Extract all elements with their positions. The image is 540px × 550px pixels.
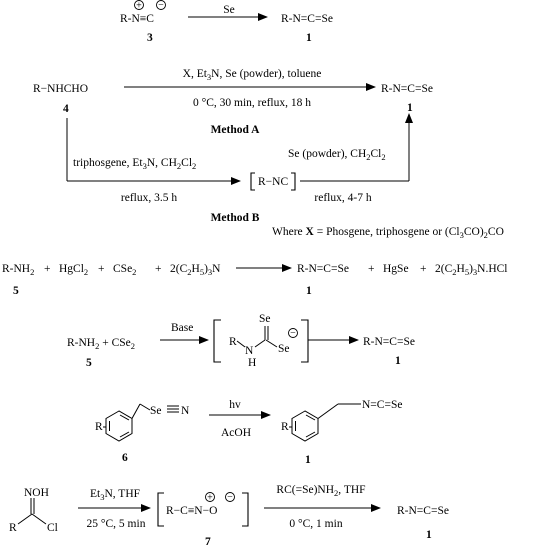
isocyanide-intermediate: R−NC xyxy=(258,176,288,188)
positive-charge-icon xyxy=(205,492,215,502)
left-bracket xyxy=(213,319,221,363)
compound-label-7: 7 xyxy=(205,536,211,548)
compound-label-1: 1 xyxy=(306,32,312,44)
reagent-se: Se xyxy=(223,4,235,16)
ring-double-bond xyxy=(305,414,316,421)
method-b-title: Method B xyxy=(211,212,260,224)
product-isoselenocyanate: R-N=C=Se xyxy=(281,13,333,25)
compound-label-4: 4 xyxy=(63,103,69,115)
nitrile-oxide-intermediate: R−C≡N−O xyxy=(166,505,217,517)
negative-charge-sign: − xyxy=(290,328,296,339)
oxime-cl: Cl xyxy=(47,522,58,534)
oxime-r: R xyxy=(9,522,17,534)
ring-double-bond xyxy=(119,414,130,421)
reagent-acoh: AcOH xyxy=(221,427,251,439)
positive-charge-icon xyxy=(134,0,144,10)
method-a-conditions-bottom: 0 °C, 30 min, reflux, 18 h xyxy=(193,97,311,109)
negative-charge-sign: − xyxy=(227,492,233,503)
right-bracket xyxy=(242,492,249,527)
left-bracket xyxy=(250,172,255,191)
triethylamine: 2(C2H5)3N xyxy=(170,263,221,277)
reaction-4: R-NH2 + CSe2 5 Base R N H Se Se − R-N=C=… xyxy=(67,313,415,369)
right-bracket xyxy=(301,319,309,363)
bond-line xyxy=(265,339,278,348)
negative-charge-sign: − xyxy=(158,0,164,11)
compound-label-1: 1 xyxy=(407,102,413,114)
product-isoselenocyanate: R-N=C=Se xyxy=(363,336,415,348)
ch2-bond xyxy=(317,403,339,419)
compound-label-5: 5 xyxy=(13,285,19,297)
compound-label-1: 1 xyxy=(306,285,312,297)
reaction-6: NOH R Cl Et3N, THF 25 °C, 5 min R−C≡N−O … xyxy=(9,484,449,548)
plus-sign: + xyxy=(98,263,105,275)
bond-line xyxy=(31,513,47,525)
plus-sign: + xyxy=(368,263,375,275)
right-bracket xyxy=(291,172,296,191)
reaction-3: R-NH2 + HgCl2 + CSe2 + 2(C2H5)3N R-N=C=S… xyxy=(2,263,508,297)
reaction-1: R-N≡C + − 3 Se R-N=C=Se 1 xyxy=(120,0,333,44)
product-isoselenocyanate: R-N=C=Se xyxy=(297,263,349,275)
ch2-bond xyxy=(131,403,141,419)
mercury-chloride: HgCl2 xyxy=(59,263,88,277)
step1-reagents: Et3N, THF xyxy=(90,488,140,502)
mercury-selenide: HgSe xyxy=(383,263,409,275)
amine-plus-cse2: R-NH2 + CSe2 xyxy=(67,337,135,351)
negative-charge-icon xyxy=(288,328,298,338)
negative-charge-icon xyxy=(225,492,235,502)
positive-charge-sign: + xyxy=(207,493,213,504)
method-b-step1-top: triphosgene, Et3N, CH2Cl2 xyxy=(73,157,196,171)
intermediate-r: R xyxy=(229,336,237,348)
compound-label-6: 6 xyxy=(122,452,128,464)
plus-sign: + xyxy=(44,263,51,275)
plus-sign: + xyxy=(420,263,427,275)
plus-sign: + xyxy=(155,263,162,275)
reaction-2: R−NHCHO 4 X, Et3N, Se (powder), toluene … xyxy=(33,68,504,240)
ring-double-bond xyxy=(305,431,316,438)
method-b-step2-top: Se (powder), CH2Cl2 xyxy=(288,148,386,162)
positive-charge-sign: + xyxy=(136,1,142,12)
amine-reactant: R-NH2 xyxy=(2,263,34,277)
method-a-title: Method A xyxy=(211,124,261,136)
oxime-noh: NOH xyxy=(24,487,49,499)
product-isoselenocyanate: R-N=C=Se xyxy=(381,83,433,95)
reagent-hv: hv xyxy=(229,399,241,411)
step2-reagents: RC(=Se)NH2, THF xyxy=(276,484,365,498)
compound-label-1: 1 xyxy=(395,355,401,367)
method-b-step1-bottom: reflux, 3.5 h xyxy=(121,192,177,204)
step2-conditions: 0 °C, 1 min xyxy=(289,518,342,530)
bond-line xyxy=(236,340,246,348)
carbon-diselenide: CSe2 xyxy=(113,263,136,277)
where-x-note: Where X = Phosgene, triphosgene or (Cl3C… xyxy=(272,226,504,240)
intermediate-h: H xyxy=(248,357,256,369)
bond-line xyxy=(254,339,266,348)
bond-line xyxy=(17,513,33,525)
formamide-reactant: R−NHCHO xyxy=(33,83,88,95)
r-substituent: R xyxy=(95,421,103,433)
intermediate-se-top: Se xyxy=(259,313,271,325)
r-substituent: R xyxy=(281,421,289,433)
ring-double-bond xyxy=(119,431,130,438)
compound-label-1: 1 xyxy=(305,454,311,466)
isoselenocyanate-group: N=C=Se xyxy=(362,399,402,411)
method-b-step2-bottom: reflux, 4-7 h xyxy=(314,192,371,204)
compound-label-5: 5 xyxy=(86,357,92,369)
ch2-bond xyxy=(139,403,151,411)
negative-charge-icon xyxy=(156,0,166,10)
product-isoselenocyanate: R-N=C=Se xyxy=(397,505,449,517)
reaction-5: R Se N 6 hv AcOH R N=C=Se 1 xyxy=(95,399,402,466)
intermediate-se-bottom: Se xyxy=(278,343,290,355)
isocyanide-reactant: R-N≡C xyxy=(120,13,154,25)
step1-conditions: 25 °C, 5 min xyxy=(87,518,146,530)
left-bracket xyxy=(157,492,164,527)
selenium-atom: Se xyxy=(150,405,162,417)
compound-label-3: 3 xyxy=(147,32,153,44)
compound-label-1: 1 xyxy=(426,529,432,541)
triethylamine-hydrochloride: 2(C2H5)3N.HCl xyxy=(435,263,508,277)
nitrogen-atom: N xyxy=(181,405,190,417)
method-a-conditions-top: X, Et3N, Se (powder), toluene xyxy=(183,68,322,82)
intermediate-n: N xyxy=(245,345,254,357)
reagent-base: Base xyxy=(171,322,193,334)
